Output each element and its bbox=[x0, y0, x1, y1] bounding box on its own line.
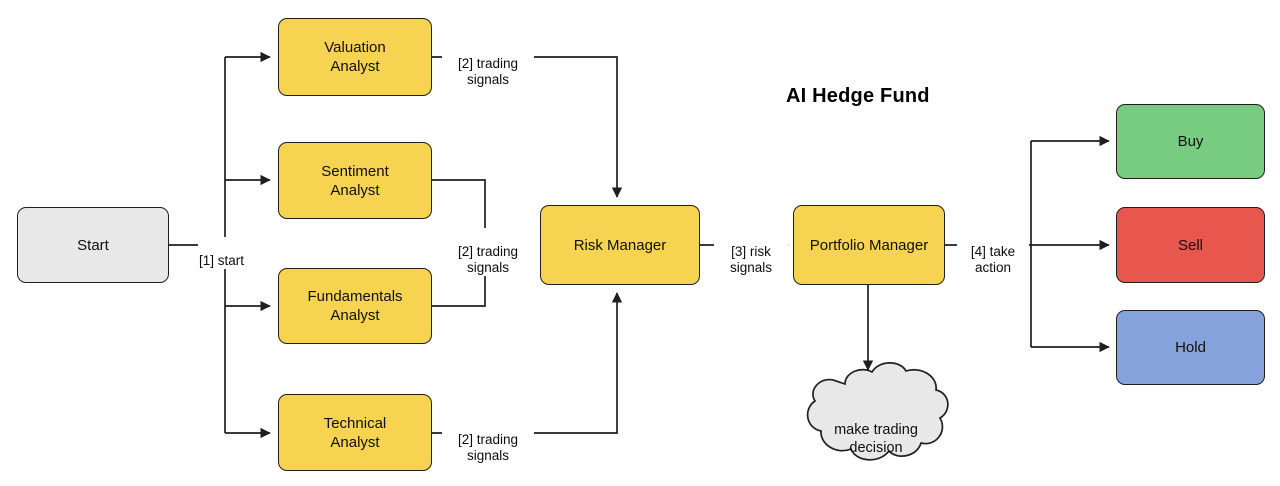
edge-label-technical-text: [2] trading signals bbox=[457, 432, 519, 463]
diagram-title-text: AI Hedge Fund bbox=[786, 85, 930, 107]
edge-label-action-text: [4] take action bbox=[970, 244, 1016, 275]
node-buy[interactable]: Buy bbox=[1116, 104, 1265, 179]
edge-label-risk-signals: [3] risk signals bbox=[714, 228, 788, 276]
node-hold[interactable]: Hold bbox=[1116, 310, 1265, 385]
edge-label-analysts-trading-signals: [2] trading signals bbox=[442, 228, 534, 276]
diagram-title: AI Hedge Fund bbox=[786, 85, 930, 108]
node-start[interactable]: Start bbox=[17, 207, 169, 283]
node-portfolio-manager-label: Portfolio Manager bbox=[809, 236, 929, 254]
edge-technical-risk bbox=[432, 292, 623, 434]
node-hold-label: Hold bbox=[1175, 339, 1206, 356]
node-sentiment-analyst[interactable]: Sentiment Analyst bbox=[278, 142, 432, 219]
edge-label-take-action: [4] take action bbox=[957, 228, 1029, 276]
edge-label-technical-trading-signals: [2] trading signals bbox=[442, 416, 534, 464]
node-risk-manager-label: Risk Manager bbox=[573, 236, 667, 254]
node-portfolio-manager[interactable]: Portfolio Manager bbox=[793, 205, 945, 285]
node-fundamentals-analyst[interactable]: Fundamentals Analyst bbox=[278, 268, 432, 344]
edge-label-risk-text: [3] risk signals bbox=[729, 244, 773, 275]
node-start-label: Start bbox=[77, 236, 109, 254]
edge-label-analysts-text: [2] trading signals bbox=[457, 244, 519, 275]
node-risk-manager[interactable]: Risk Manager bbox=[540, 205, 700, 285]
node-fundamentals-analyst-label: Fundamentals Analyst bbox=[307, 288, 403, 324]
node-valuation-analyst-label: Valuation Analyst bbox=[324, 39, 386, 75]
node-sentiment-analyst-label: Sentiment Analyst bbox=[321, 162, 389, 199]
decision-cloud-text: make trading decision bbox=[834, 422, 918, 456]
edge-label-valuation-trading-signals: [2] trading signals bbox=[442, 40, 534, 88]
edge-label-valuation-text: [2] trading signals bbox=[457, 56, 519, 87]
edge-label-start: [1] start bbox=[198, 237, 246, 269]
node-technical-analyst[interactable]: Technical Analyst bbox=[278, 394, 432, 471]
node-valuation-analyst[interactable]: Valuation Analyst bbox=[278, 18, 432, 96]
edge-label-start-text: [1] start bbox=[199, 253, 245, 268]
node-sell[interactable]: Sell bbox=[1116, 207, 1265, 283]
node-buy-label: Buy bbox=[1177, 133, 1204, 150]
node-decision-cloud-label: make trading decision bbox=[806, 403, 946, 457]
node-technical-analyst-label: Technical Analyst bbox=[323, 414, 387, 451]
node-sell-label: Sell bbox=[1177, 236, 1203, 254]
